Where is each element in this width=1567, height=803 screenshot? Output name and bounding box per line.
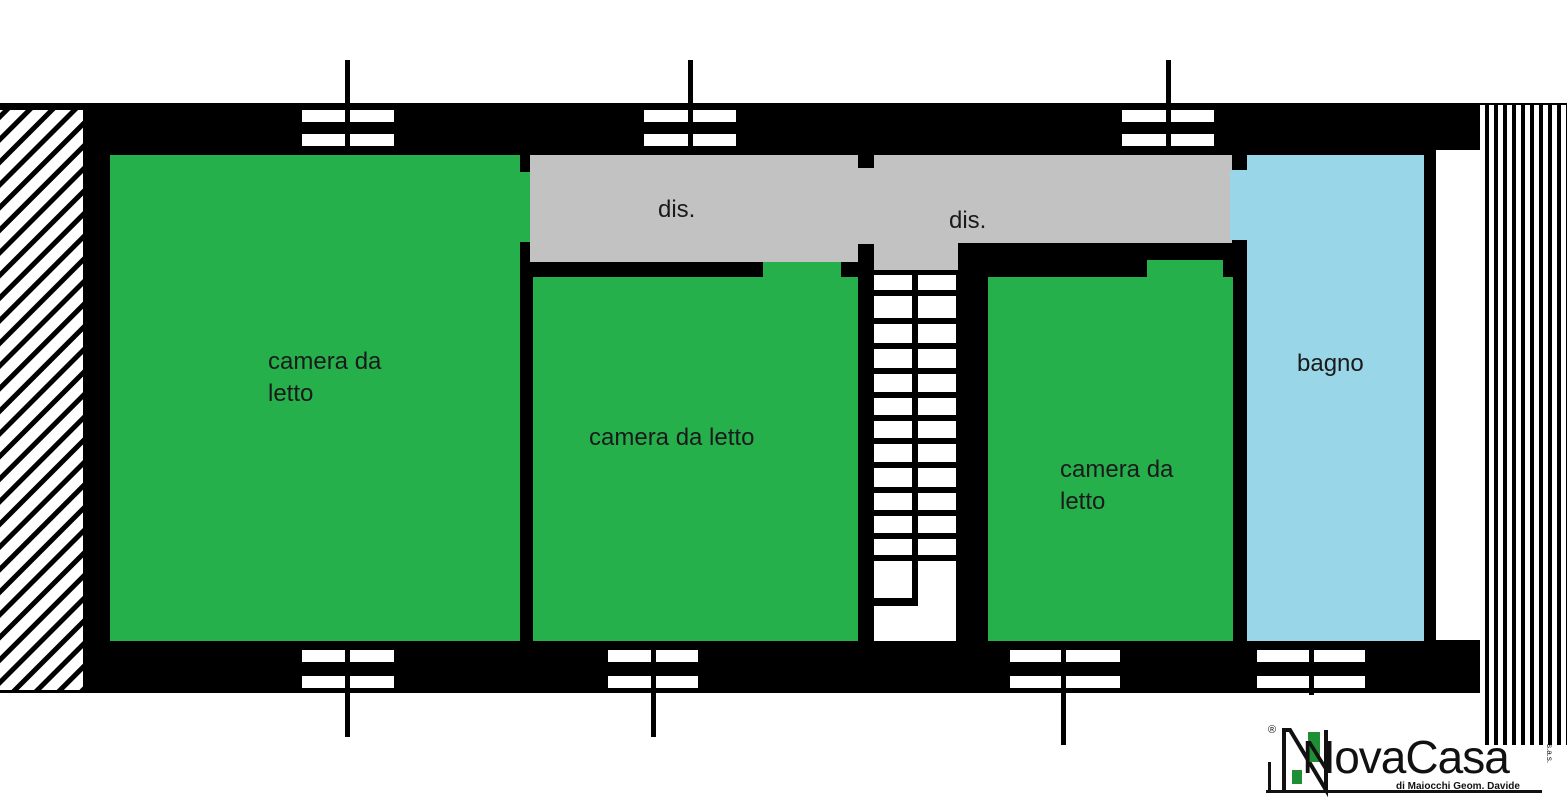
- logo-brand: NovaCasa: [1302, 731, 1510, 783]
- room-bedroom-2: [533, 277, 858, 641]
- room-corridor-link: [856, 168, 876, 244]
- room-corridor-2: [874, 155, 1232, 243]
- room-corridor-1: [530, 155, 858, 262]
- logo-mark: [1266, 728, 1542, 798]
- label-bathroom: bagno: [1297, 350, 1364, 377]
- striped-wall-right: [1480, 105, 1567, 745]
- window-top-3: [1122, 60, 1214, 155]
- room-corridor-2-lower: [874, 240, 958, 270]
- room-bedroom-3-door: [1147, 260, 1223, 278]
- window-bottom-3: [1010, 645, 1120, 745]
- label-bedroom-2: camera da letto: [589, 424, 755, 451]
- room-bedroom-1-door: [518, 172, 532, 242]
- window-bottom-2: [608, 645, 698, 737]
- hatched-wall-left: [0, 110, 83, 690]
- room-bathroom-door: [1230, 170, 1250, 240]
- logo-suffix: s.a.s.: [1545, 744, 1554, 764]
- room-bedroom-3: [988, 277, 1233, 641]
- registered-mark: ®: [1268, 724, 1277, 736]
- room-bathroom: [1247, 155, 1424, 641]
- label-bedroom-3: camera da letto: [1060, 456, 1174, 515]
- logo-subtitle: di Maiocchi Geom. Davide: [1396, 781, 1520, 792]
- window-top-2: [644, 60, 736, 155]
- window-top-1: [302, 60, 394, 155]
- novacasa-logo: ® NovaCasa s.a.s. di Maiocchi Geom. Davi…: [1266, 722, 1562, 798]
- room-bedroom-1: [110, 155, 520, 641]
- label-corridor-1: dis.: [658, 196, 696, 223]
- room-bedroom-2-door: [763, 262, 841, 278]
- window-bottom-1: [302, 645, 394, 737]
- staircase-steps: [874, 275, 956, 606]
- window-bottom-4: [1257, 645, 1365, 695]
- label-corridor-2: dis.: [949, 207, 987, 234]
- label-bedroom-1: camera da letto: [268, 348, 382, 407]
